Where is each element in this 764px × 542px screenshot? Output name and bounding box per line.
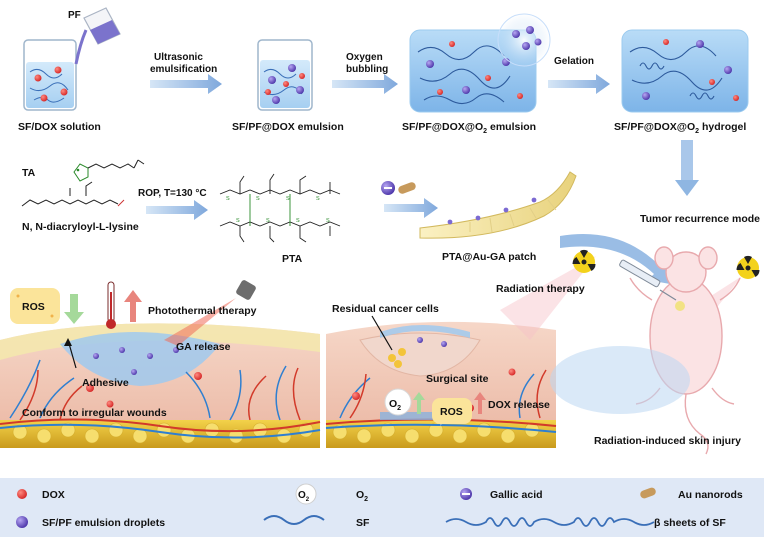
ta-label: TA [22, 167, 36, 179]
ga-release-label: GA release [176, 341, 231, 353]
dox-release-label: DOX release [488, 399, 550, 411]
arrow-step1 [150, 74, 222, 94]
arrow-step2 [332, 74, 398, 94]
svg-text:S: S [316, 196, 320, 202]
svg-text:S: S [236, 218, 240, 224]
legend-gallic-minus [462, 493, 470, 495]
beaker-sf-pf-dox [257, 39, 313, 111]
legend-gallic: Gallic acid [490, 489, 543, 501]
svg-text:S: S [296, 218, 300, 224]
ta-structure [73, 159, 145, 182]
adhesive-label: Adhesive [82, 377, 129, 389]
step3-label: Gelation [554, 56, 594, 67]
residual-label: Residual cancer cells [332, 303, 439, 315]
legend-o2: O2 [356, 489, 368, 503]
residual-pointer [371, 315, 393, 351]
emulsion-caption: SF/PF@DOX@O2 emulsion [402, 121, 536, 135]
pta-polymer [219, 173, 341, 243]
radiation-icon-right [736, 255, 760, 279]
pf-label: PF [68, 10, 81, 21]
pta-au-ga-patch [419, 171, 577, 239]
ros-up-arrow [474, 392, 486, 414]
radiation-icon-left [572, 249, 596, 273]
legend-dox: DOX [42, 489, 65, 501]
svg-text:S: S [226, 196, 230, 202]
arrow-patch-to-mouse [560, 234, 670, 284]
svg-text:S: S [266, 218, 270, 224]
step1-label-line1: Ultrasonic [154, 52, 203, 63]
pta-sulfur-labels: S S S S S S S S [226, 196, 330, 224]
arrow-step3 [548, 74, 610, 94]
legend-au-swatch [640, 487, 656, 499]
legend-panel [0, 478, 764, 537]
patch-label: PTA@Au-GA patch [442, 251, 536, 263]
legend-droplets: SF/PF emulsion droplets [42, 517, 165, 529]
ros-cluster-left [10, 288, 60, 324]
beaker2-caption: SF/PF@DOX emulsion [232, 121, 344, 133]
skin-panel-left [0, 323, 321, 448]
ptt-label: Photothermal therapy [148, 305, 257, 317]
beaker1-caption: SF/DOX solution [18, 121, 101, 133]
legend-sf-swatch [263, 515, 325, 525]
arrow-rop [146, 200, 208, 220]
svg-text:S: S [256, 196, 260, 202]
injury-label: Radiation-induced skin injury [594, 435, 741, 447]
rop-label: ROP, T=130 °C [138, 188, 207, 199]
pf-pouring-cup [74, 7, 121, 65]
blue-spray-glow [550, 346, 690, 414]
legend-beta-swatch [445, 517, 655, 527]
pta-label: PTA [282, 253, 303, 265]
thermometer-icon [106, 281, 116, 329]
adhesive-pointer-head [64, 338, 72, 346]
ros-label-mid: ROS [440, 406, 463, 418]
svg-text:S: S [286, 196, 290, 202]
legend-droplet-swatch [16, 516, 28, 528]
surgical-label: Surgical site [426, 373, 489, 385]
beaker-sf-dox [23, 39, 77, 111]
legend-sf: SF [356, 517, 370, 529]
radiation-label: Radiation therapy [496, 283, 585, 295]
lysine-label: N, N-diacryloyl-L-lysine [22, 221, 139, 233]
laser-icon [164, 280, 256, 346]
mouse-illustration [629, 246, 741, 455]
au-nanorod-icon [398, 182, 416, 194]
hydrogel-caption: SF/PF@DOX@O2 hydrogel [614, 121, 746, 135]
ros-label-left: ROS [22, 301, 45, 313]
hydrogel-block [621, 29, 749, 113]
legend-o2-icon-text: O2 [298, 490, 310, 503]
conform-label: Conform to irregular wounds [22, 407, 167, 419]
step1-label-line2: emulsification [150, 64, 217, 75]
tumor-mode-label: Tumor recurrence mode [640, 213, 760, 225]
arrow-to-mode [675, 140, 699, 196]
legend-beta: β sheets of SF [654, 517, 726, 529]
legend-au: Au nanorods [678, 489, 743, 501]
ros-down-arrow [64, 294, 84, 324]
arrow-patch [384, 198, 438, 218]
o2-label-mid: O2 [389, 398, 401, 412]
lysine-structure [21, 181, 125, 207]
o2-up-arrow [413, 392, 425, 414]
svg-text:S: S [326, 218, 330, 224]
temp-up-arrow [124, 290, 142, 322]
legend-dox-swatch [17, 489, 27, 499]
step2-label-line2: bubbling [346, 64, 388, 75]
legend-o2-swatch [295, 483, 317, 505]
o2-bubble-mid [384, 388, 412, 416]
step2-label-line1: Oxygen [346, 52, 383, 63]
syringe-icon [619, 259, 685, 311]
emulsion-block [409, 13, 551, 113]
ros-cluster-mid [432, 398, 472, 424]
